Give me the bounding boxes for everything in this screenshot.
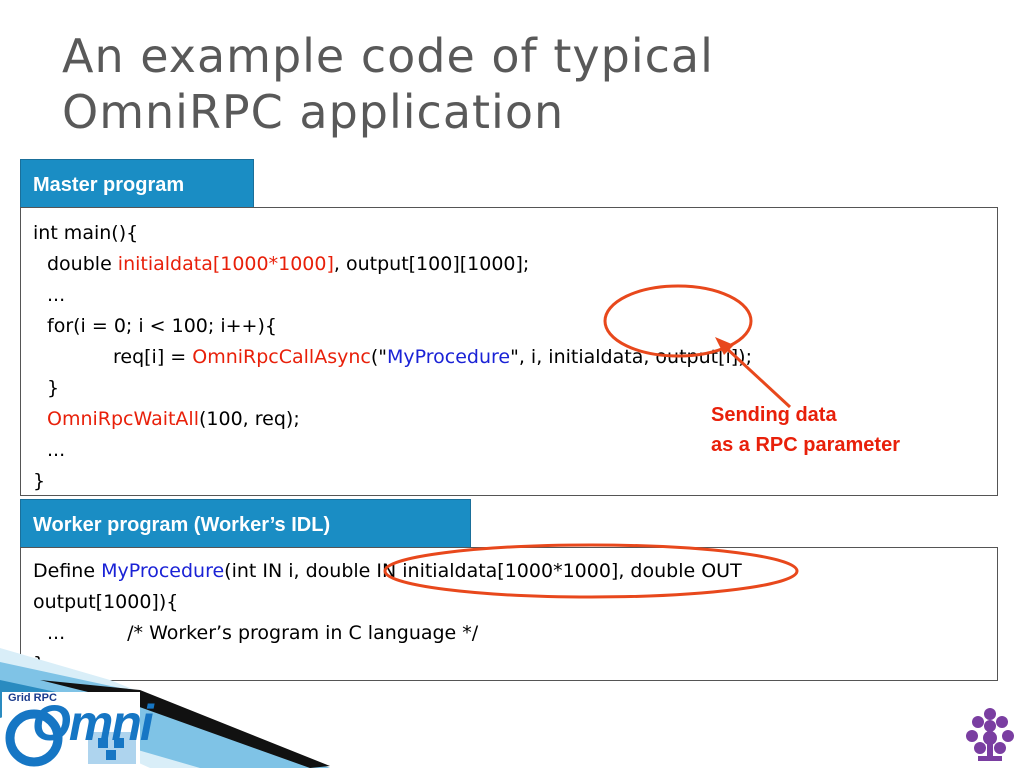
code-line: output[1000]){: [33, 587, 997, 618]
call-async-highlight: OmniRpcCallAsync: [192, 346, 371, 368]
slide-title: An example code of typical OmniRPC appli…: [62, 28, 962, 140]
logo-big-text: Omni: [32, 695, 154, 751]
code-text: int main(){: [33, 222, 139, 244]
code-text: output[1000]){: [33, 591, 179, 613]
slide-title-line-1: An example code of typical: [62, 29, 714, 83]
procedure-name-highlight: MyProcedure: [387, 346, 511, 368]
code-text: for(i = 0; i < 100; i++){: [47, 315, 277, 337]
worker-program-tab: Worker program (Worker’s IDL): [20, 499, 471, 549]
code-text: , output[100][1000];: [333, 253, 530, 275]
code-text: }: [47, 377, 60, 399]
university-crest-icon: [966, 708, 1014, 761]
code-text: ...: [47, 284, 66, 306]
code-line: }: [33, 373, 997, 404]
code-text: ...: [47, 622, 66, 644]
code-text: (": [370, 346, 387, 368]
omni-logo: Grid RPC Omni: [2, 692, 154, 768]
code-comment: /* Worker’s program in C language */: [127, 622, 479, 644]
wait-all-highlight: OmniRpcWaitAll: [47, 408, 199, 430]
code-text: Define: [33, 560, 102, 582]
code-line: ...: [33, 435, 997, 466]
code-text: ", i, initialdata, output[i]);: [510, 346, 752, 368]
procedure-name-highlight: MyProcedure: [101, 560, 225, 582]
code-text: double: [47, 253, 118, 275]
logo-small-text: Grid RPC: [8, 692, 57, 704]
code-line: double initialdata[1000*1000], output[10…: [33, 249, 997, 280]
initialdata-highlight: initialdata[1000*1000]: [117, 253, 334, 275]
code-text: }: [33, 470, 46, 492]
code-line: int main(){: [33, 218, 997, 249]
code-text: ...: [47, 439, 66, 461]
code-text: (int IN i, double IN initialdata[1000*10…: [224, 560, 742, 582]
code-line: ...: [33, 280, 997, 311]
code-line: OmniRpcWaitAll(100, req);: [33, 404, 997, 435]
code-line: }: [33, 466, 997, 497]
slide-title-line-2: OmniRPC application: [62, 85, 565, 139]
code-line: ... /* Worker’s program in C language */: [33, 618, 997, 649]
code-line: req[i] = OmniRpcCallAsync("MyProcedure",…: [33, 342, 997, 373]
annotation-text: Sending data as a RPC parameter: [711, 400, 900, 460]
code-line: for(i = 0; i < 100; i++){: [33, 311, 997, 342]
annotation-line-1: Sending data: [711, 404, 837, 426]
code-line: Define MyProcedure(int IN i, double IN i…: [33, 556, 997, 587]
omni-logo-mark: [2, 692, 140, 768]
code-text: req[i] =: [113, 346, 193, 368]
annotation-line-2: as a RPC parameter: [711, 434, 900, 456]
code-text: (100, req);: [199, 408, 300, 430]
master-program-tab: Master program: [20, 159, 254, 209]
